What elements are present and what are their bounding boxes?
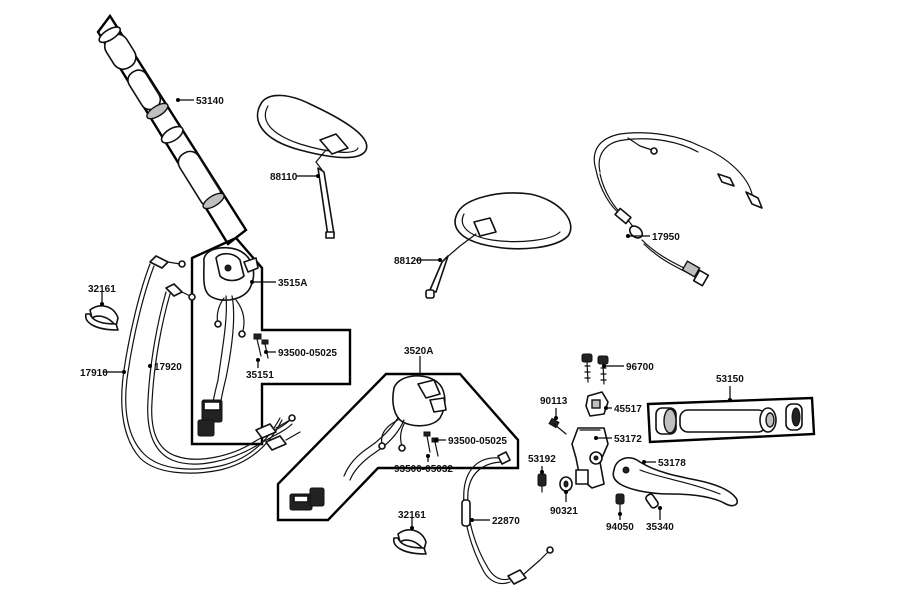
label-96700: 96700 <box>626 362 654 373</box>
label-35340: 35340 <box>646 522 674 533</box>
label-88110: 88110 <box>270 172 298 183</box>
label-3515A: 3515A <box>278 278 307 289</box>
label-17920: 17920 <box>154 362 182 373</box>
label-17950: 17950 <box>652 232 680 243</box>
switch-3520A-group <box>276 356 520 522</box>
label-17910: 17910 <box>80 368 108 379</box>
lever-53178 <box>612 457 739 507</box>
label-53140: 53140 <box>196 96 224 107</box>
screw-90113 <box>548 417 567 435</box>
label-53178: 53178 <box>658 458 686 469</box>
screw-53192 <box>537 473 547 493</box>
grip-53140-group <box>96 13 248 246</box>
label-93500-05025-b: 93500-05025 <box>448 436 507 447</box>
switch-3520A-frame <box>276 372 520 522</box>
label-3520A: 3520A <box>404 346 433 357</box>
label-53150: 53150 <box>716 374 744 385</box>
mirror-88110 <box>256 94 368 239</box>
label-32161-b: 32161 <box>398 510 426 521</box>
label-45517: 45517 <box>614 404 642 415</box>
bolts-96700 <box>581 353 609 385</box>
cable-17950 <box>593 132 763 287</box>
label-94050: 94050 <box>606 522 634 533</box>
label-93500-05025-a: 93500-05025 <box>278 348 337 359</box>
label-90321: 90321 <box>550 506 578 517</box>
mirror-88120 <box>425 192 572 299</box>
label-90113: 90113 <box>540 396 568 407</box>
label-32161-a: 32161 <box>88 284 116 295</box>
label-53172: 53172 <box>614 434 642 445</box>
clip-32161-b <box>393 529 427 555</box>
lever-holder-53172 <box>571 427 609 489</box>
pin-35340 <box>645 493 659 509</box>
throttle-cables <box>121 255 301 474</box>
clip-32161-a <box>85 305 119 331</box>
switch-3515A-frame <box>190 236 352 446</box>
label-88120: 88120 <box>394 256 422 267</box>
grip-53150-frame <box>646 396 816 444</box>
nut-90321 <box>559 476 573 492</box>
label-93500-05032: 93500-05032 <box>394 464 453 475</box>
label-53192: 53192 <box>528 454 556 465</box>
label-35151: 35151 <box>246 370 274 381</box>
label-22870: 22870 <box>492 516 520 527</box>
holder-45517 <box>585 391 609 417</box>
bolt-94050 <box>615 493 625 515</box>
grip-53150-group <box>646 396 816 444</box>
clutch-cable-22870 <box>461 451 554 585</box>
switch-3515A-group <box>190 236 352 446</box>
